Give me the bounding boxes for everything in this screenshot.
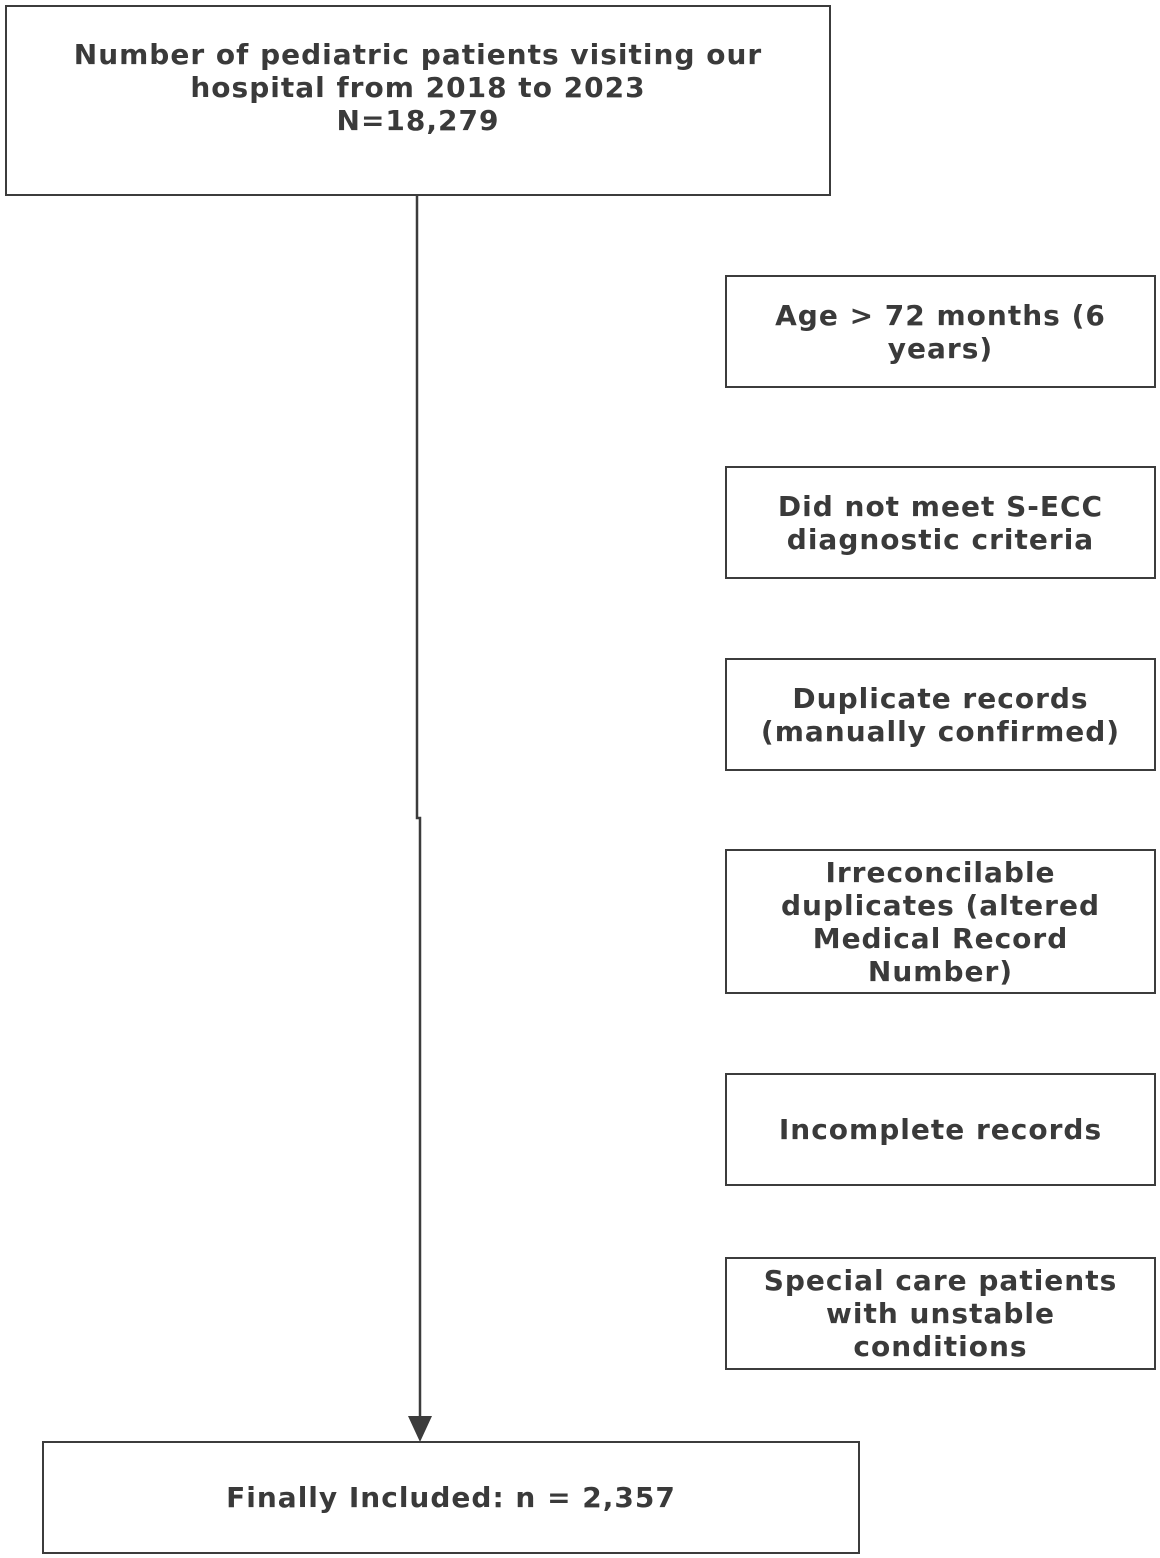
exclusion-box-duplicate-records: Duplicate records (manually confirmed) bbox=[725, 658, 1156, 771]
exclusion-box-age: Age > 72 months (6 years) bbox=[725, 275, 1156, 388]
exclusion-text: Duplicate records bbox=[792, 681, 1089, 715]
source-population-line-1: Number of pediatric patients visiting ou… bbox=[73, 38, 763, 71]
exclusion-text: duplicates (altered bbox=[780, 888, 1100, 922]
exclusion-text: Did not meet S-ECC bbox=[777, 489, 1104, 523]
exclusion-text: Number) bbox=[867, 954, 1014, 988]
exclusion-text: Special care patients bbox=[763, 1264, 1118, 1297]
exclusion-text: Age > 72 months (6 bbox=[775, 298, 1106, 332]
exclusion-box-incomplete-records: Incomplete records bbox=[725, 1073, 1156, 1186]
exclusion-text: years) bbox=[887, 331, 994, 365]
exclusion-text: with unstable bbox=[826, 1297, 1055, 1330]
exclusion-text: conditions bbox=[853, 1330, 1028, 1363]
source-population-box: Number of pediatric patients visiting ou… bbox=[5, 5, 831, 196]
source-population-line-2: hospital from 2018 to 2023 bbox=[190, 71, 646, 104]
exclusion-text: Irreconcilable bbox=[825, 855, 1056, 889]
exclusion-text: Incomplete records bbox=[778, 1113, 1103, 1146]
exclusion-box-diagnostic-criteria: Did not meet S-ECC diagnostic criteria bbox=[725, 466, 1156, 579]
final-included-label: Finally Included: n = 2,357 bbox=[226, 1481, 676, 1514]
exclusion-box-irreconcilable-duplicates: Irreconcilable duplicates (altered Medic… bbox=[725, 849, 1156, 994]
exclusion-box-special-care: Special care patients with unstable cond… bbox=[725, 1257, 1156, 1370]
main-flow-line bbox=[415, 196, 422, 1418]
exclusion-text: (manually confirmed) bbox=[760, 714, 1121, 748]
source-population-count: N=18,279 bbox=[336, 104, 500, 137]
exclusion-text: Medical Record bbox=[812, 921, 1069, 955]
arrow-head-icon bbox=[408, 1416, 432, 1442]
final-included-box: Finally Included: n = 2,357 bbox=[42, 1441, 860, 1554]
exclusion-text: diagnostic criteria bbox=[786, 522, 1095, 556]
